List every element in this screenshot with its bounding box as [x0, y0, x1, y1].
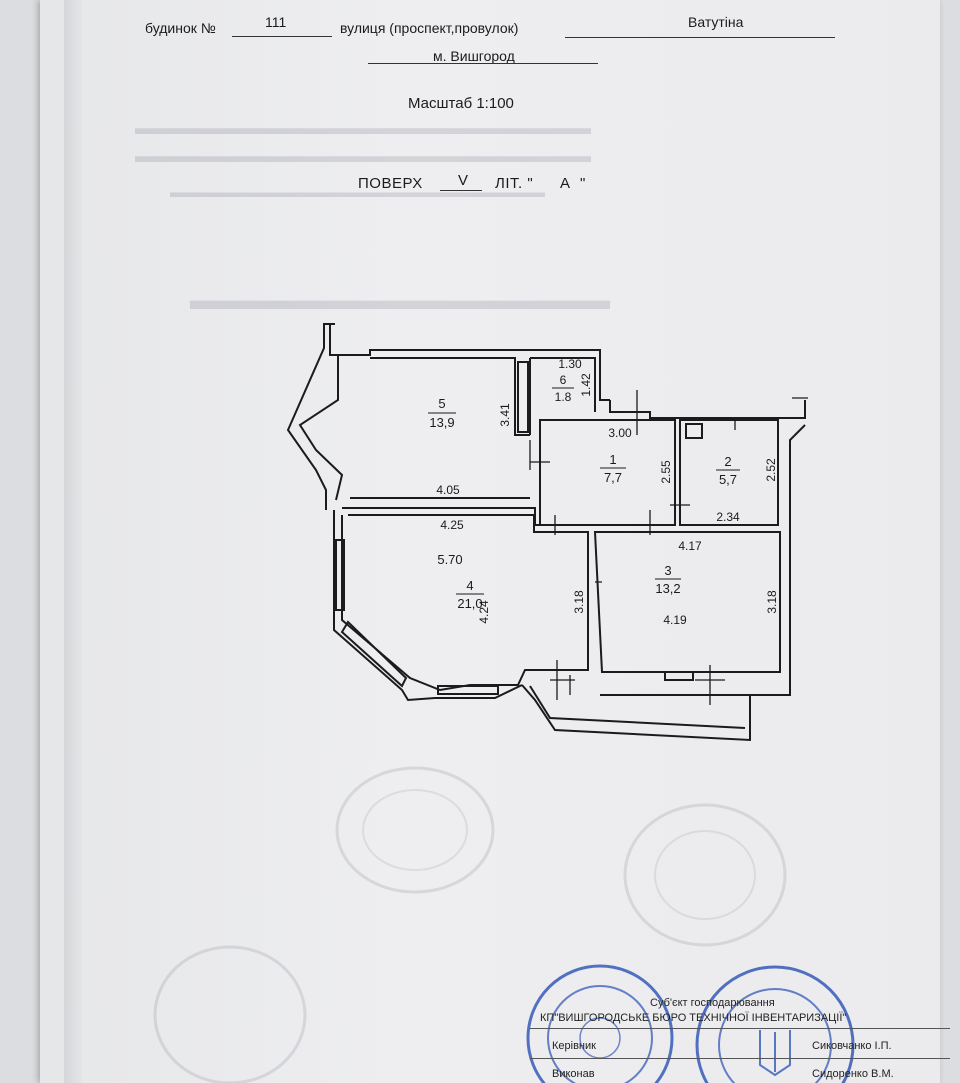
dimension-label: 4.19 [663, 613, 687, 627]
dimension-label: 4.24 [477, 600, 491, 624]
room-2-number: 2 [724, 454, 731, 469]
building-number-label: будинок № [145, 20, 216, 36]
dimension-label: 5.70 [437, 552, 462, 567]
dimension-label: 3.18 [765, 590, 779, 614]
city-value: м. Вишгород [433, 48, 515, 64]
stamp-line-1: Суб'єкт господарювання [650, 997, 775, 1009]
dimension-label: 4.25 [440, 518, 464, 532]
underline [368, 63, 598, 64]
signature-divider [530, 1058, 950, 1059]
floor-value: V [458, 172, 469, 189]
window [335, 539, 345, 611]
wall [530, 357, 596, 412]
dimension-label: 2.55 [659, 460, 673, 484]
balcony [521, 684, 751, 742]
dimension-label: 1.30 [558, 357, 582, 371]
wall [338, 349, 610, 401]
outer-wall [333, 510, 523, 702]
faint-seal [153, 945, 307, 1083]
wall-fixture [685, 423, 703, 439]
room-1-number: 1 [609, 452, 616, 467]
lit-label: ЛІТ. " [495, 175, 534, 192]
room-5-number: 5 [438, 396, 445, 411]
room-2-outline [679, 419, 779, 526]
building-number-value: 111 [265, 14, 287, 30]
floor-label: ПОВЕРХ [358, 175, 423, 192]
room-4-outline [341, 514, 589, 692]
dimension-label: 2.34 [716, 510, 740, 524]
room-6-number: 6 [560, 373, 567, 387]
stamp-line-2: КП"ВИШГОРОДСЬКЕ БЮРО ТЕХНІЧНОЇ ІНВЕНТАРИ… [540, 1012, 847, 1024]
scale-text: Масштаб 1:100 [408, 95, 514, 112]
manager-name: Сиковчанко І.П. [812, 1040, 892, 1052]
window [664, 671, 694, 681]
dimension-label: 1.42 [579, 373, 593, 397]
faint-seal [335, 766, 495, 894]
room-4-number: 4 [466, 578, 473, 593]
underline [440, 190, 482, 191]
wall-fixture [517, 361, 529, 433]
bleed-through-text: ▬▬▬▬▬▬▬▬▬▬▬▬▬▬▬▬▬▬▬▬▬▬▬▬ [135, 146, 591, 167]
room-1-area: 7,7 [604, 470, 622, 485]
underline [232, 36, 332, 37]
faint-seal [623, 803, 787, 947]
bleed-through-text: ▬▬▬▬▬▬▬▬▬▬▬▬▬▬▬▬▬▬▬▬▬▬▬▬ [135, 118, 591, 139]
manager-label: Керівник [552, 1040, 596, 1052]
room-3-number: 3 [664, 563, 671, 578]
dimension-label: 4.05 [436, 483, 460, 497]
bleed-through-text: ▬▬▬▬▬▬▬▬▬▬▬▬▬▬▬ [190, 285, 610, 316]
bleed-through-text: ▬▬▬▬▬▬▬▬▬▬▬▬▬▬▬▬▬▬▬▬▬▬▬▬▬ [170, 185, 545, 201]
wall [609, 400, 806, 419]
room-1-outline [539, 419, 676, 526]
outer-wall [298, 323, 344, 501]
official-seal [695, 965, 855, 1083]
floor-plan: 5 13,9 6 1.8 1 7,7 2 5,7 4 21,0 3 13,2 3… [286, 323, 808, 742]
dimension-label: 2.52 [764, 458, 778, 482]
dimension-label: 4.17 [678, 539, 702, 553]
lit-value: А [560, 175, 571, 192]
executor-label: Виконав [552, 1068, 595, 1080]
balcony [529, 685, 746, 729]
outer-wall [286, 323, 330, 510]
dimension-label: 3.18 [572, 590, 586, 614]
trident-icon [759, 1030, 791, 1077]
room-6-area: 1.8 [555, 390, 572, 404]
page-binding-fold [64, 0, 82, 1083]
room-3-area: 13,2 [655, 581, 680, 596]
door-mark [529, 390, 808, 705]
room-2-area: 5,7 [719, 472, 737, 487]
lit-close: " [580, 175, 586, 192]
window [340, 620, 408, 688]
executor-name: Сидоренко В.М. [812, 1068, 894, 1080]
outer-wall [600, 424, 806, 696]
document-page: ▬▬▬▬▬▬▬▬▬▬▬▬▬▬▬▬▬▬▬▬▬▬▬▬ ▬▬▬▬▬▬▬▬▬▬▬▬▬▬▬… [40, 0, 950, 1083]
street-label: вулиця (проспект,провулок) [340, 20, 519, 36]
underline [565, 37, 835, 38]
window [437, 685, 499, 695]
room-4-area: 21,0 [457, 596, 482, 611]
dimension-label: 3.41 [498, 403, 512, 427]
wall [370, 357, 530, 436]
signature-divider [530, 1028, 950, 1029]
dimension-label: 3.00 [608, 426, 632, 440]
room-3-outline [593, 531, 781, 673]
street-value: Ватутіна [688, 14, 744, 30]
room-5-area: 13,9 [429, 415, 454, 430]
